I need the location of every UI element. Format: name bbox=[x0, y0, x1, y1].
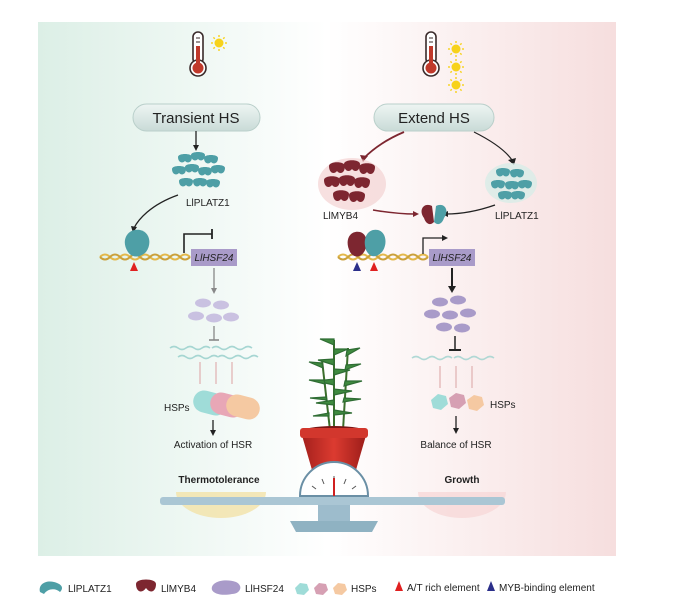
legend-hsf24-label: LlHSF24 bbox=[245, 584, 284, 595]
myb-binding-marker bbox=[353, 262, 361, 271]
platz1-cluster bbox=[172, 152, 225, 188]
platz1-icon bbox=[39, 581, 62, 594]
flower-pot bbox=[301, 432, 367, 470]
right-panel: Extend HS LlMYB4 LlPLATZ1 bbox=[318, 31, 539, 518]
legend-item-myb4: LlMYB4 bbox=[136, 579, 196, 595]
hsps-cluster bbox=[193, 390, 260, 420]
outcome-label: Growth bbox=[445, 475, 480, 486]
bound-platz1 bbox=[124, 229, 150, 257]
legend-item-hsf24: LlHSF24 bbox=[211, 580, 284, 595]
legend-item-myb-binding: MYB-binding element bbox=[487, 581, 595, 594]
hsf24-icon bbox=[211, 580, 241, 595]
legend-platz1-label: LlPLATZ1 bbox=[68, 584, 112, 595]
condition-pill bbox=[373, 103, 495, 132]
legend-item-at-rich: A/T rich element bbox=[395, 581, 480, 594]
process-label: Activation of HSR bbox=[174, 440, 252, 451]
at-rich-icon bbox=[395, 581, 403, 591]
bound-complex bbox=[347, 229, 386, 257]
legend-myb-binding-label: MYB-binding element bbox=[499, 583, 595, 594]
lily-plant bbox=[308, 338, 363, 431]
legend-at-rich-label: A/T rich element bbox=[407, 583, 480, 594]
condition-title: Transient HS bbox=[153, 110, 240, 127]
left-panel: Transient HS LlPLATZ1 LlHSF24 bbox=[99, 31, 266, 518]
gene-box bbox=[429, 249, 475, 266]
gene-label: LlHSF24 bbox=[433, 253, 472, 264]
legend: LlPLATZ1 LlMYB4 LlHSF24 HSPs A/T rich el… bbox=[39, 579, 595, 595]
at-rich-marker bbox=[130, 262, 138, 271]
at-rich-marker bbox=[370, 262, 378, 271]
hsps-label: HSPs bbox=[490, 400, 516, 411]
myb-binding-icon bbox=[487, 581, 495, 591]
condition-title: Extend HS bbox=[398, 110, 470, 127]
outcome-label: Thermotolerance bbox=[178, 475, 260, 486]
platz1-label: LlPLATZ1 bbox=[186, 198, 230, 209]
legend-item-platz1: LlPLATZ1 bbox=[39, 581, 112, 595]
thermometer-icon bbox=[422, 31, 440, 77]
legend-item-hsps: HSPs bbox=[295, 583, 377, 595]
myb4-icon bbox=[136, 579, 156, 592]
process-label: Balance of HSR bbox=[420, 440, 491, 451]
platz1-label: LlPLATZ1 bbox=[495, 211, 539, 222]
plant-balance bbox=[160, 338, 505, 532]
legend-hsps-label: HSPs bbox=[351, 584, 377, 595]
balance-base bbox=[290, 521, 378, 532]
hsps-cluster bbox=[431, 393, 484, 411]
balance-beam bbox=[160, 497, 505, 505]
hsps-label: HSPs bbox=[164, 403, 190, 414]
gene-box bbox=[191, 249, 237, 266]
legend-myb4-label: LlMYB4 bbox=[161, 584, 196, 595]
gene-label: LlHSF24 bbox=[195, 253, 234, 264]
myb4-label: LlMYB4 bbox=[323, 211, 358, 222]
thermometer-icon bbox=[189, 31, 207, 77]
myb-platz-complex bbox=[421, 204, 447, 225]
